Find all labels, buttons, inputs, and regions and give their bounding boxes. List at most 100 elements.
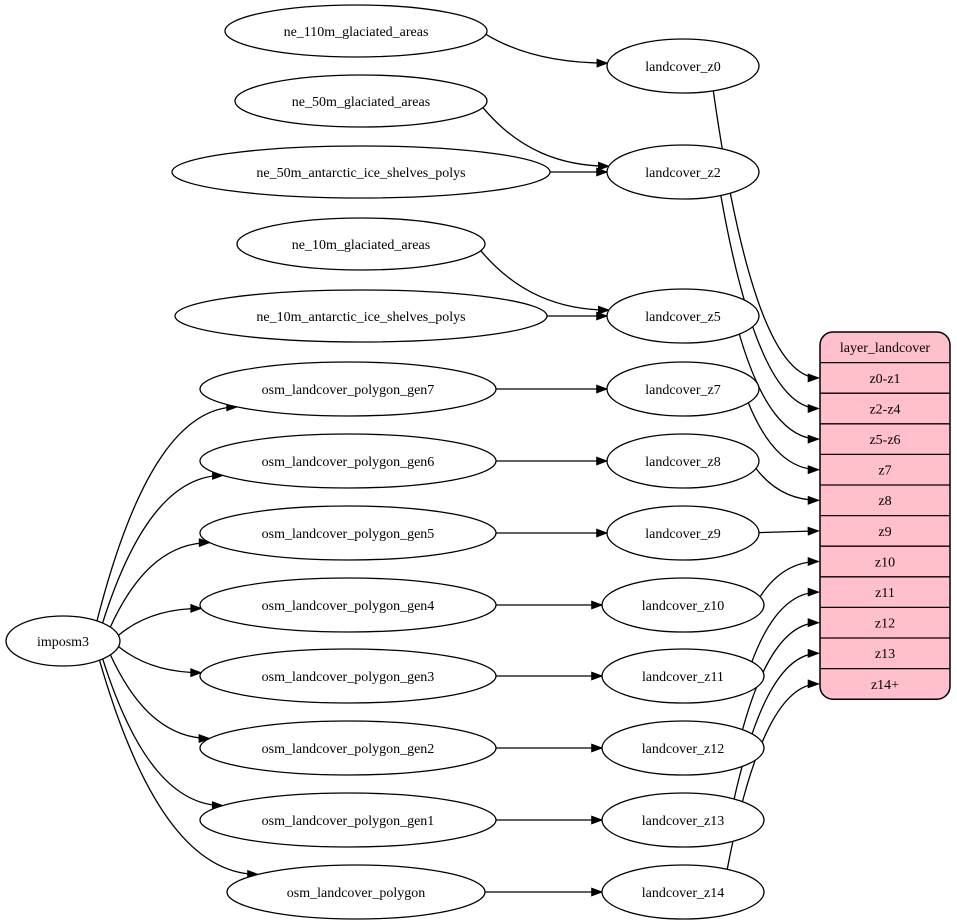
node-label: landcover_z11 (642, 670, 724, 685)
node-label: landcover_z2 (645, 166, 720, 181)
node-ellipse (601, 720, 765, 776)
node-ellipse (606, 38, 760, 94)
node-ellipse (606, 505, 760, 561)
node-landcover_z2: landcover_z2 (606, 144, 760, 200)
node-label: imposm3 (37, 635, 89, 650)
node-osm_landcover_polygon_gen5: osm_landcover_polygon_gen5 (199, 505, 497, 561)
node-imposm3: imposm3 (5, 615, 121, 667)
node-label: osm_landcover_polygon_gen7 (262, 383, 435, 398)
node-ne_10m_antarctic_ice_shelves_polys: ne_10m_antarctic_ice_shelves_polys (174, 289, 548, 343)
node-osm_landcover_polygon_gen7: osm_landcover_polygon_gen7 (199, 361, 497, 417)
node-ellipse (199, 505, 497, 561)
table-row-z7: z7 (878, 464, 891, 479)
edge-landcover_z7-to-z7 (747, 402, 818, 470)
node-landcover_z7: landcover_z7 (606, 361, 760, 417)
node-label: ne_110m_glaciated_areas (284, 25, 429, 40)
table-row-z11: z11 (875, 586, 895, 601)
node-label: ne_10m_glaciated_areas (292, 238, 430, 253)
edge-landcover_z12-to-z12 (741, 623, 819, 730)
node-ne_50m_glaciated_areas: ne_50m_glaciated_areas (234, 74, 488, 128)
edge-imposm3-to-osm_landcover_polygon_gen1 (102, 658, 223, 806)
edges (96, 33, 819, 892)
node-landcover_z9: landcover_z9 (606, 505, 760, 561)
node-label: landcover_z0 (645, 60, 720, 75)
edge-landcover_z5-to-z5-z6 (738, 334, 818, 439)
table-row-z13: z13 (875, 647, 895, 662)
table-row-z2-z4: z2-z4 (869, 402, 900, 417)
node-label: osm_landcover_polygon_gen1 (262, 814, 435, 829)
edge-ne_10m_glaciated_areas-to-landcover_z5 (480, 250, 609, 310)
node-ellipse (234, 74, 488, 128)
node-osm_landcover_polygon_gen2: osm_landcover_polygon_gen2 (199, 720, 497, 776)
node-ne_110m_glaciated_areas: ne_110m_glaciated_areas (224, 4, 488, 58)
node-ellipse (606, 361, 760, 417)
table-row-z9: z9 (878, 525, 891, 540)
node-label: ne_50m_antarctic_ice_shelves_polys (256, 166, 465, 181)
table-title: layer_landcover (840, 341, 931, 356)
node-osm_landcover_polygon: osm_landcover_polygon (226, 864, 486, 920)
edge-imposm3-to-osm_landcover_polygon_gen3 (118, 646, 202, 673)
node-ellipse (199, 792, 497, 848)
node-ellipse (5, 615, 121, 667)
edge-landcover_z11-to-z11 (751, 592, 819, 663)
node-ellipse (199, 720, 497, 776)
node-label: osm_landcover_polygon_gen6 (262, 455, 435, 470)
node-ellipse (601, 577, 765, 633)
node-label: osm_landcover_polygon_gen5 (262, 527, 435, 542)
node-ellipse (601, 792, 765, 848)
node-landcover_z8: landcover_z8 (606, 433, 760, 489)
node-label: landcover_z14 (642, 886, 724, 901)
nodes: imposm3 ne_110m_glaciated_areas ne_50m_gla… (5, 4, 765, 920)
node-label: landcover_z5 (645, 310, 720, 325)
node-ellipse (174, 289, 548, 343)
edge-imposm3-to-osm_landcover_polygon (98, 660, 259, 874)
node-ellipse (171, 145, 551, 199)
node-label: landcover_z8 (645, 455, 720, 470)
node-label: osm_landcover_polygon_gen4 (262, 599, 435, 614)
node-ellipse (224, 4, 488, 58)
node-landcover_z5: landcover_z5 (606, 288, 760, 344)
node-ellipse (199, 433, 497, 489)
node-osm_landcover_polygon_gen3: osm_landcover_polygon_gen3 (199, 648, 497, 704)
node-label: ne_10m_antarctic_ice_shelves_polys (256, 310, 465, 325)
edge-landcover_z10-to-z10 (759, 562, 818, 598)
table-row-z0-z1: z0-z1 (869, 372, 900, 387)
node-ellipse (226, 864, 486, 920)
edge-imposm3-to-osm_landcover_polygon_gen4 (118, 608, 202, 636)
edge-ne_110m_glaciated_areas-to-landcover_z0 (485, 33, 608, 63)
table-row-z8: z8 (878, 494, 891, 509)
node-landcover_z0: landcover_z0 (606, 38, 760, 94)
node-ellipse (199, 577, 497, 633)
node-label: landcover_z12 (642, 742, 724, 757)
node-label: osm_landcover_polygon_gen2 (262, 742, 435, 757)
node-label: ne_50m_glaciated_areas (292, 95, 430, 110)
node-label: landcover_z10 (642, 599, 724, 614)
edge-landcover_z14-to-z14+ (726, 684, 818, 870)
node-osm_landcover_polygon_gen4: osm_landcover_polygon_gen4 (199, 577, 497, 633)
table-row-z5-z6: z5-z6 (869, 433, 900, 448)
table-row-z14+: z14+ (871, 678, 899, 693)
node-osm_landcover_polygon_gen1: osm_landcover_polygon_gen1 (199, 792, 497, 848)
edge-ne_50m_glaciated_areas-to-landcover_z2 (482, 107, 609, 167)
node-landcover_z14: landcover_z14 (601, 864, 765, 920)
node-ellipse (606, 288, 760, 344)
node-landcover_z10: landcover_z10 (601, 577, 765, 633)
edge-landcover_z2-to-z2-z4 (720, 195, 819, 408)
node-landcover_z13: landcover_z13 (601, 792, 765, 848)
edge-imposm3-to-osm_landcover_polygon_gen2 (109, 654, 209, 739)
node-ellipse (601, 864, 765, 920)
node-ellipse (199, 361, 497, 417)
table-row-z10: z10 (875, 555, 895, 570)
edge-imposm3-to-osm_landcover_polygon_gen5 (109, 543, 209, 628)
node-landcover_z12: landcover_z12 (601, 720, 765, 776)
edge-landcover_z9-to-z9 (758, 531, 819, 533)
node-landcover_z11: landcover_z11 (601, 648, 765, 704)
table-layer-landcover: layer_landcover z0-z1 z2-z4 z5-z6 z7 z8 z9 z10 z… (819, 331, 951, 700)
node-ellipse (606, 433, 760, 489)
node-label: osm_landcover_polygon (287, 886, 425, 901)
table-row-z12: z12 (875, 617, 895, 632)
node-ellipse (606, 144, 760, 200)
node-ellipse (601, 648, 765, 704)
node-label: landcover_z9 (645, 527, 720, 542)
